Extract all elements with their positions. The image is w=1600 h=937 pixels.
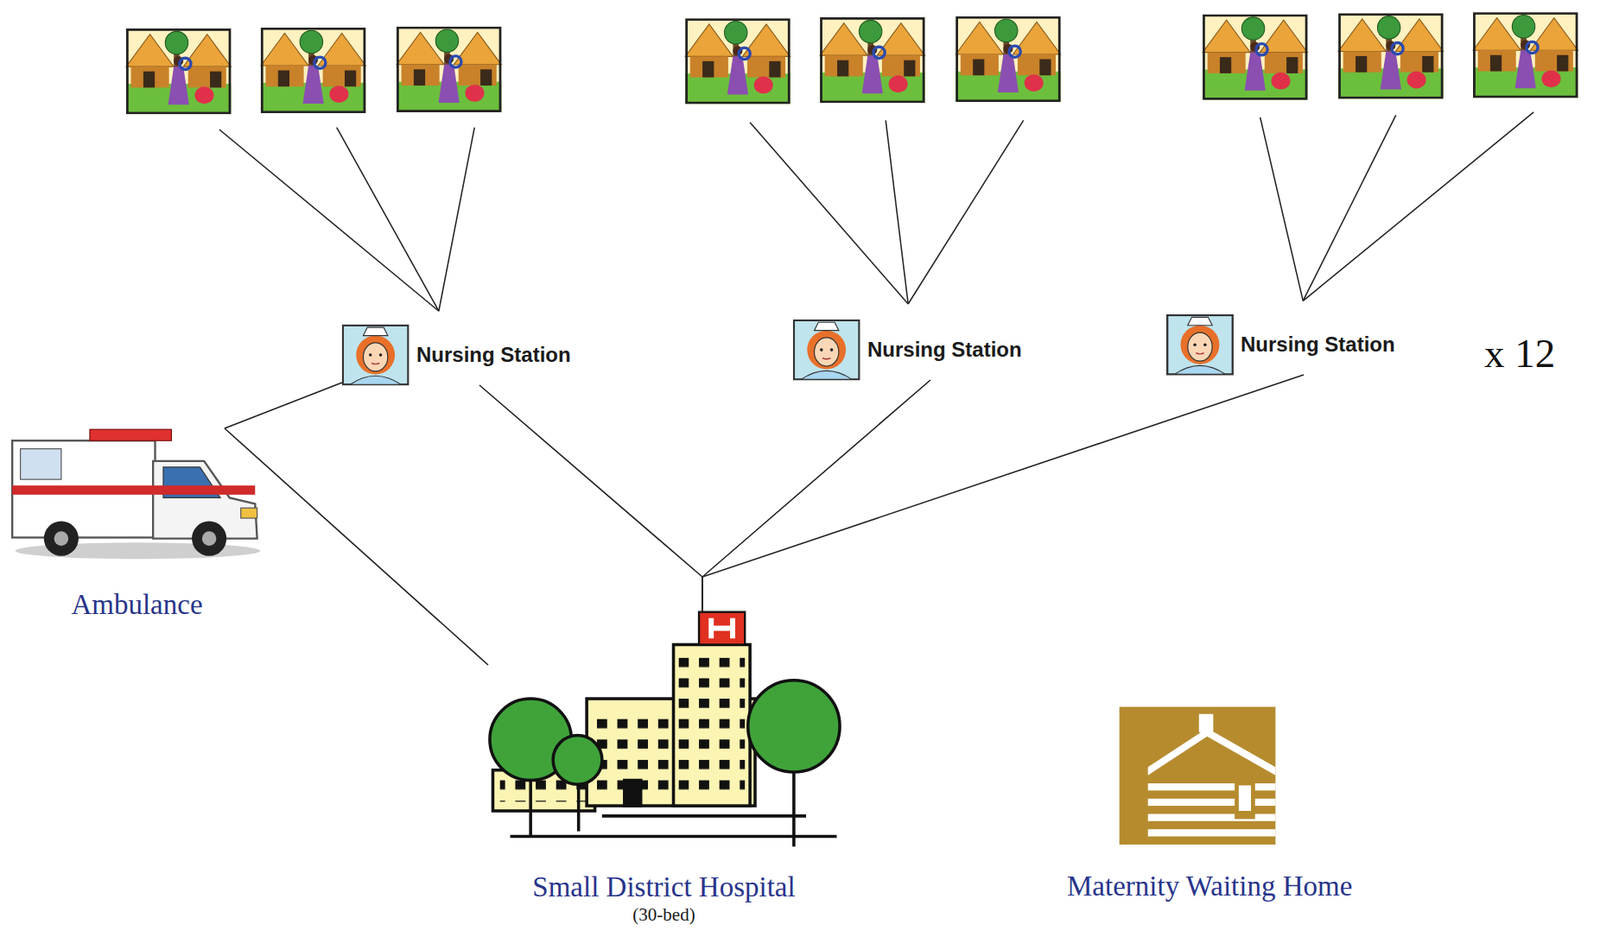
connector-line [702, 374, 1304, 613]
maternity-waiting-home: Maternity Waiting Home [1066, 706, 1353, 904]
node-label: Nursing Station [867, 337, 1023, 362]
node-label: Nursing Station [416, 342, 572, 368]
nursing-station: Nursing Station [793, 319, 1023, 381]
connector-line [479, 385, 703, 613]
node-sublabel: (30-bed) [632, 904, 695, 926]
multiplier-label: x 12 [1484, 330, 1556, 377]
node-label: Ambulance [70, 589, 203, 623]
nursing-station: Nursing Station [1166, 314, 1396, 375]
node-label: Maternity Waiting Home [1066, 870, 1353, 904]
connector-line [702, 380, 931, 613]
connector-line [224, 428, 489, 666]
nursing-station: Nursing Station [342, 324, 572, 386]
node-label: Small District Hospital [532, 871, 795, 905]
connector-line [224, 382, 343, 429]
district-hospital: Small District Hospital(30-bed) [488, 612, 840, 926]
node-label: Nursing Station [1240, 332, 1396, 357]
ambulance: Ambulance [10, 428, 264, 623]
